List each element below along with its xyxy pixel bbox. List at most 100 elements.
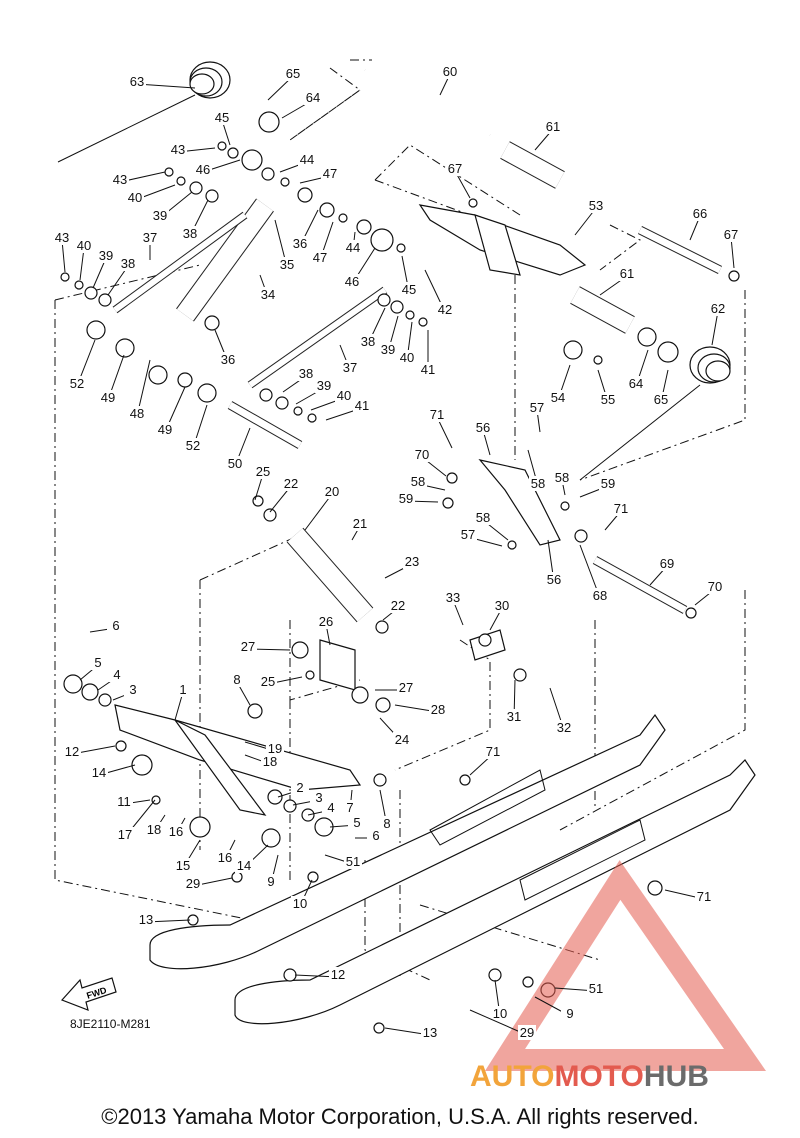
callout-46: 46 xyxy=(196,162,210,177)
callout-25: 25 xyxy=(256,464,270,479)
leader-line xyxy=(304,493,333,531)
callout-8: 8 xyxy=(383,816,390,831)
callout-36: 36 xyxy=(221,352,235,367)
callout-21: 21 xyxy=(353,516,367,531)
parts: FWD xyxy=(57,61,756,1034)
callout-39: 39 xyxy=(99,248,113,263)
callout-45: 45 xyxy=(402,282,416,297)
callout-59: 59 xyxy=(601,476,615,491)
callout-39: 39 xyxy=(381,342,395,357)
callout-6: 6 xyxy=(372,828,379,843)
slide-rail-upper xyxy=(149,713,666,970)
watermark-logo-icon xyxy=(484,860,767,1071)
callout-41: 41 xyxy=(355,398,369,413)
callout-12: 12 xyxy=(331,967,345,982)
callout-20: 20 xyxy=(325,484,339,499)
callout-8: 8 xyxy=(233,672,240,687)
callout-53: 53 xyxy=(589,198,603,213)
callout-71: 71 xyxy=(486,744,500,759)
callout-47: 47 xyxy=(313,250,327,265)
diagram-code: 8JE2110-M281 xyxy=(70,1017,151,1031)
callout-47: 47 xyxy=(323,166,337,181)
callout-3: 3 xyxy=(129,682,136,697)
callout-4: 4 xyxy=(113,667,120,682)
callout-71: 71 xyxy=(697,889,711,904)
callout-6: 6 xyxy=(112,618,119,633)
callout-18: 18 xyxy=(263,754,277,769)
callout-51: 51 xyxy=(346,854,360,869)
callout-36: 36 xyxy=(293,236,307,251)
callout-58: 58 xyxy=(531,476,545,491)
callout-16: 16 xyxy=(169,824,183,839)
callout-32: 32 xyxy=(557,720,571,735)
callout-10: 10 xyxy=(293,896,307,911)
callout-18: 18 xyxy=(147,822,161,837)
callout-37: 37 xyxy=(343,360,357,375)
callout-64: 64 xyxy=(306,90,320,105)
callout-25: 25 xyxy=(261,674,275,689)
callout-70: 70 xyxy=(708,579,722,594)
callout-22: 22 xyxy=(391,598,405,613)
leader-line xyxy=(730,236,735,269)
callout-14: 14 xyxy=(92,765,106,780)
callout-57: 57 xyxy=(530,400,544,415)
callout-13: 13 xyxy=(139,912,153,927)
callout-38: 38 xyxy=(361,334,375,349)
callout-12: 12 xyxy=(65,744,79,759)
callout-24: 24 xyxy=(395,732,409,747)
leader-line xyxy=(136,83,196,89)
callout-29: 29 xyxy=(186,876,200,891)
callout-64: 64 xyxy=(629,376,643,391)
callout-43: 43 xyxy=(171,142,185,157)
callout-13: 13 xyxy=(423,1025,437,1040)
callout-44: 44 xyxy=(300,152,314,167)
callout-62: 62 xyxy=(711,301,725,316)
callout-30: 30 xyxy=(495,598,509,613)
callout-34: 34 xyxy=(261,287,275,302)
callout-43: 43 xyxy=(113,172,127,187)
callout-56: 56 xyxy=(547,572,561,587)
callout-40: 40 xyxy=(337,388,351,403)
callout-49: 49 xyxy=(158,422,172,437)
callout-46: 46 xyxy=(345,274,359,289)
callout-14: 14 xyxy=(237,858,251,873)
callout-67: 67 xyxy=(448,161,462,176)
bracket-56 xyxy=(478,459,561,546)
callout-56: 56 xyxy=(476,420,490,435)
callout-9: 9 xyxy=(267,874,274,889)
callout-63: 63 xyxy=(130,74,144,89)
callout-22: 22 xyxy=(284,476,298,491)
callout-16: 16 xyxy=(218,850,232,865)
callout-35: 35 xyxy=(280,257,294,272)
leader-line xyxy=(711,310,719,346)
callout-45: 45 xyxy=(215,110,229,125)
callout-54: 54 xyxy=(551,390,565,405)
callout-69: 69 xyxy=(660,556,674,571)
callout-38: 38 xyxy=(121,256,135,271)
callout-48: 48 xyxy=(130,406,144,421)
callout-38: 38 xyxy=(299,366,313,381)
callout-40: 40 xyxy=(128,190,142,205)
callout-70: 70 xyxy=(415,447,429,462)
callout-65: 65 xyxy=(286,66,300,81)
callout-58: 58 xyxy=(555,470,569,485)
callout-52: 52 xyxy=(70,376,84,391)
callout-61: 61 xyxy=(620,266,634,281)
callout-27: 27 xyxy=(241,639,255,654)
callout-40: 40 xyxy=(77,238,91,253)
callout-9: 9 xyxy=(566,1006,573,1021)
callout-11: 11 xyxy=(117,794,131,809)
callout-55: 55 xyxy=(601,392,615,407)
fwd-arrow-icon: FWD xyxy=(60,977,117,1011)
torsion-spring-62 xyxy=(579,346,731,481)
callout-60: 60 xyxy=(443,64,457,79)
torsion-spring-63 xyxy=(57,61,231,163)
watermark-text: AUTOMOTOHUB xyxy=(470,1060,709,1093)
callout-3: 3 xyxy=(315,790,322,805)
callout-49: 49 xyxy=(101,390,115,405)
bracket-26 xyxy=(319,639,356,691)
callout-4: 4 xyxy=(327,800,334,815)
copyright-text: ©2013 Yamaha Motor Corporation, U.S.A. A… xyxy=(101,1104,699,1129)
